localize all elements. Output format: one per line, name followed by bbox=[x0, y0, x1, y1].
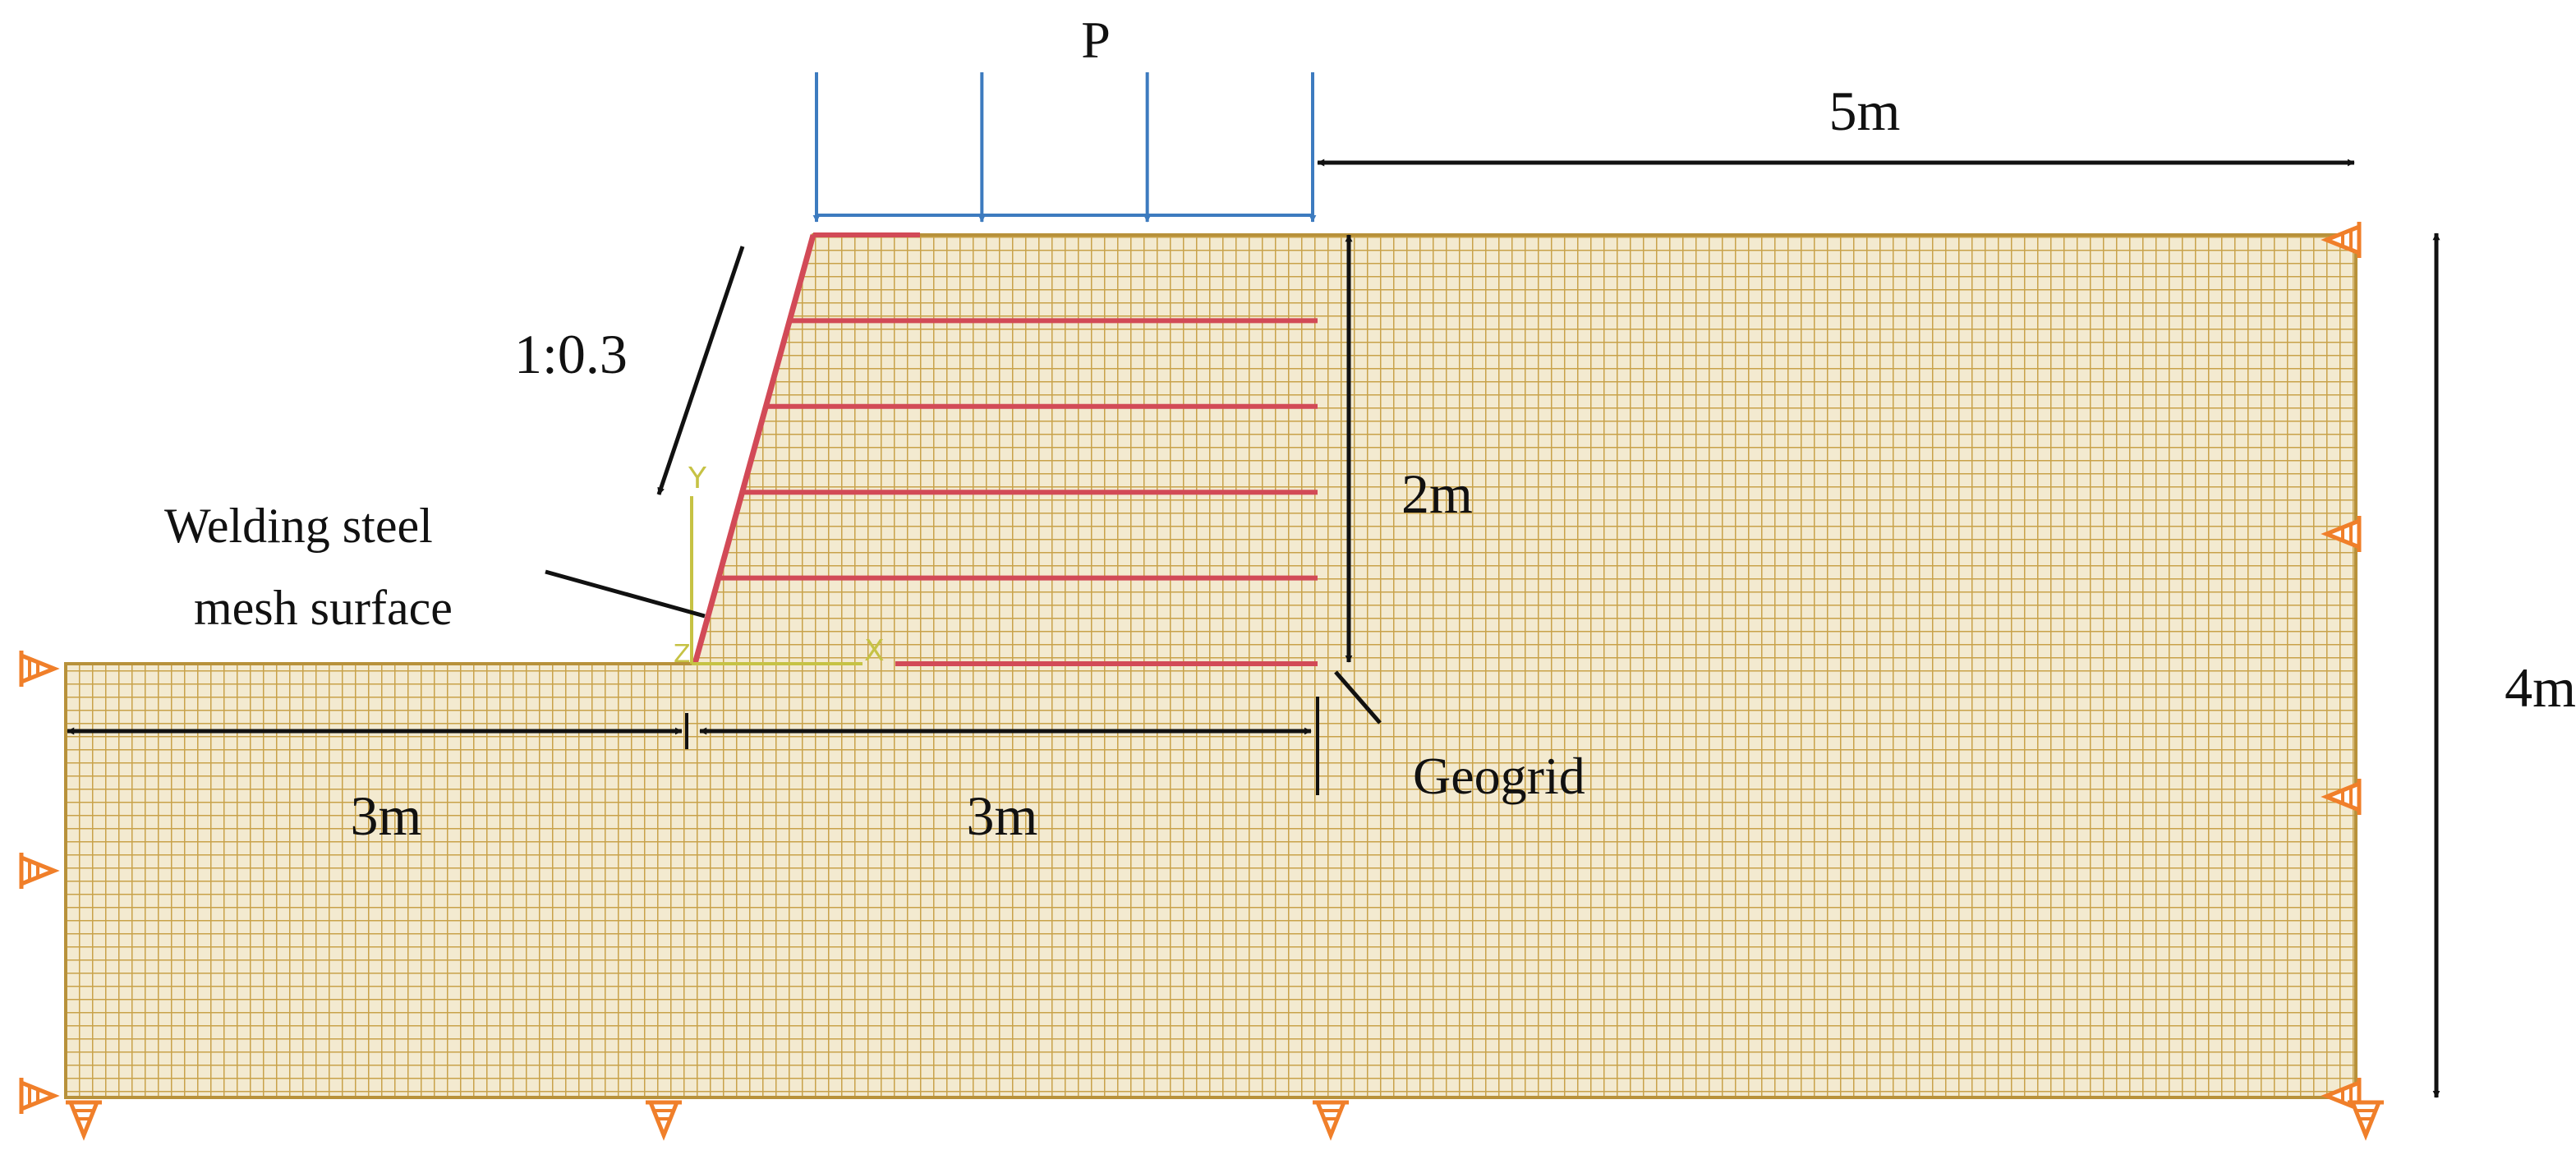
support-icon bbox=[21, 853, 54, 889]
support-icon bbox=[66, 1102, 102, 1135]
dim-5m-label: 5m bbox=[1829, 80, 1901, 142]
facing-line bbox=[692, 234, 816, 665]
facing-label-line1: Welding steel bbox=[164, 499, 433, 553]
geogrid-leader bbox=[1334, 670, 1382, 725]
slope-ratio-label: 1:0.3 bbox=[514, 323, 628, 385]
support-icon bbox=[21, 1078, 54, 1114]
dim-4m-label: 4m bbox=[2505, 656, 2576, 719]
axis-y-label: Y bbox=[688, 462, 707, 495]
geogrid-layers bbox=[718, 232, 1318, 666]
geogrid-label: Geogrid bbox=[1413, 747, 1585, 805]
support-icon bbox=[21, 651, 54, 687]
coordinate-axes: Y X Z bbox=[674, 462, 885, 669]
axis-z-label: Z bbox=[674, 640, 691, 669]
support-icon bbox=[1313, 1102, 1349, 1135]
dim-middle-3m-label: 3m bbox=[967, 784, 1038, 847]
support-icon bbox=[2348, 1102, 2384, 1135]
dim-2m-label: 2m bbox=[1401, 462, 1473, 525]
facing-leader bbox=[545, 569, 706, 619]
dim-left-3m-label: 3m bbox=[351, 784, 422, 847]
load-label: P bbox=[1081, 11, 1111, 69]
axis-x-label: X bbox=[864, 634, 885, 668]
facing-label-line2: mesh surface bbox=[194, 581, 453, 635]
load-arrows bbox=[812, 72, 1317, 223]
support-icon bbox=[646, 1102, 682, 1135]
slope-arrow bbox=[656, 246, 745, 495]
